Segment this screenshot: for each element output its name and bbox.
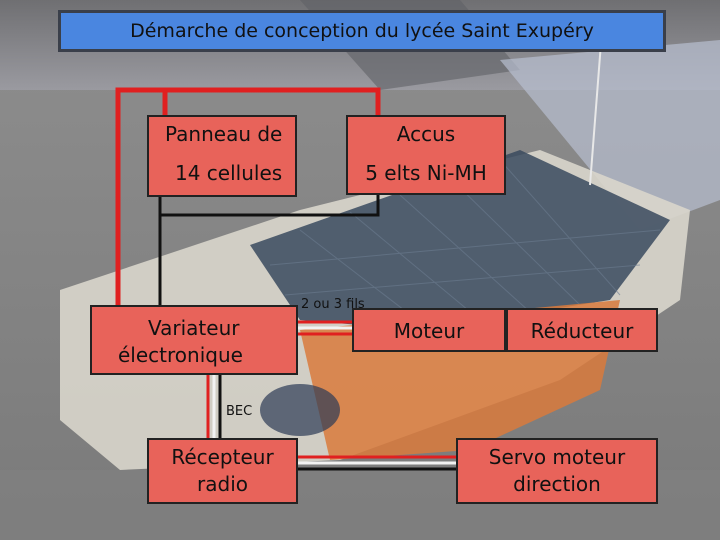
accus-line2: 5 elts Ni-MH (365, 161, 487, 185)
variateur-line2: électronique (118, 343, 243, 367)
recepteur-line1: Récepteur (171, 445, 274, 469)
servo-box: Servo moteur direction (456, 438, 658, 504)
bec-label: BEC (226, 404, 253, 419)
fils-label: 2 ou 3 fils (301, 297, 365, 312)
variateur-line1: Variateur (148, 316, 240, 340)
reducteur-label: Réducteur (530, 319, 634, 343)
page-title: Démarche de conception du lycée Saint Ex… (58, 10, 666, 52)
variateur-box: Variateur électronique (90, 305, 298, 375)
recepteur-line2: radio (197, 472, 248, 496)
moteur-box: Moteur (352, 308, 506, 352)
servo-line1: Servo moteur (488, 445, 626, 469)
accus-line1: Accus (396, 122, 456, 146)
moteur-label: Moteur (393, 319, 465, 343)
panneau-box: Panneau de 14 cellules (147, 115, 297, 197)
recepteur-box: Récepteur radio (147, 438, 298, 504)
panneau-line1: Panneau de (165, 122, 283, 146)
reducteur-box: Réducteur (506, 308, 658, 352)
panneau-line2: 14 cellules (175, 161, 283, 185)
servo-line2: direction (513, 472, 601, 496)
accus-box: Accus 5 elts Ni-MH (346, 115, 506, 195)
